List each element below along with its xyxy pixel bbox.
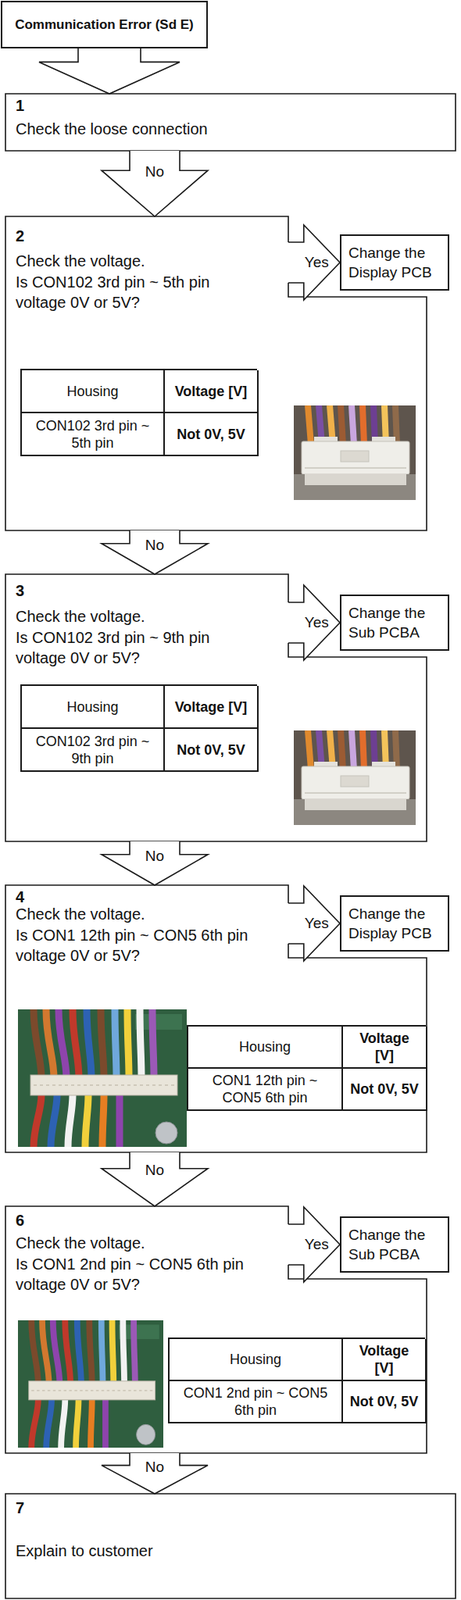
table-box: Housing Voltage [V] CON102 3rd pin ~ 9th p… [20,684,258,772]
step-number: 7 [15,1497,25,1519]
step-text: Is CON1 12th pin ~ CON5 6th pin voltage … [15,925,286,966]
table-cell: CON102 3rd pin ~ 5th pin [21,413,165,457]
action-box: Change the Display PCB [339,234,450,291]
action-box: Change the Sub PCBA [339,1216,450,1273]
block-arrow [101,150,208,217]
action-box: Change the Display PCB [339,895,450,952]
title-box: Communication Error (Sd E) [0,0,208,49]
block-arrow [101,1152,208,1207]
cell-text: Not 0V, 5V [176,425,245,444]
block-arrow [288,585,340,661]
cell-text: Housing [66,382,118,401]
table-cell: Voltage [V] [164,370,259,414]
edge-label: Yes [304,914,329,933]
cell-text: Housing [66,698,118,716]
block-arrow [101,530,208,575]
cell-text: Housing [239,1038,291,1056]
cell-text: Not 0V, 5V [350,1080,419,1098]
step-text: Check the voltage. [15,606,251,627]
box-outline [5,1493,456,1599]
table-cell: Not 0V, 5V [164,729,259,772]
step-text: Is CON102 3rd pin ~ 9th pin voltage 0V o… [15,627,251,669]
table-cell: Housing [169,1339,344,1382]
cell-text: Housing [229,1350,282,1369]
table-box: Housing Voltage [V] CON1 12th pin ~ CON5 6… [186,1025,426,1112]
edge-label: No [145,163,165,181]
cell-text: Not 0V, 5V [350,1393,419,1411]
edge-label: No [145,847,165,865]
edge-label: No [145,536,165,554]
block-arrow [288,886,340,962]
step-number: 2 [15,225,25,247]
cell-text: Voltage [V] [175,382,248,401]
step-number: 6 [15,1210,25,1231]
table-cell: Housing [21,686,165,730]
block-arrow [39,48,180,94]
table-cell: Not 0V, 5V [343,1381,427,1424]
block-arrow [101,841,208,886]
table-box: Housing Voltage [V] CON102 3rd pin ~ 5th p… [20,368,258,457]
step-text: Explain to customer [15,1540,438,1562]
step-text: Check the voltage. [15,904,286,925]
table-cell: CON1 12th pin ~ CON5 6th pin [188,1068,344,1112]
pcb-photo [17,1320,164,1448]
table-cell: Housing [21,370,165,414]
step-number: 3 [15,580,25,601]
table-cell: CON1 2nd pin ~ CON5 6th pin [169,1381,344,1424]
connector-photo [293,405,416,501]
cell-text: Voltage [V] [175,698,248,716]
cell-text: Voltage [V] [349,1342,419,1377]
cell-text: CON1 12th pin ~ CON5 6th pin [194,1072,336,1107]
step-text: Is CON102 3rd pin ~ 5th pin voltage 0V o… [15,271,251,313]
table-cell: CON102 3rd pin ~ 9th pin [21,729,165,772]
cell-text: Not 0V, 5V [176,741,245,759]
cell-text: CON102 3rd pin ~ 5th pin [28,417,158,452]
edge-label: No [145,1458,165,1476]
action-text: Change the Sub PCBA [348,1225,441,1265]
step-box: 7Explain to customer [5,1493,456,1599]
step-number: 1 [15,95,25,116]
block-arrow [288,225,340,301]
step-text: Check the loose connection [15,118,438,140]
table-cell: Voltage [V] [343,1339,427,1382]
table-box: Housing Voltage [V] CON1 2nd pin ~ CON5 6t… [167,1337,426,1424]
action-box: Change the Sub PCBA [339,594,450,651]
cell-text: CON1 2nd pin ~ CON5 6th pin [175,1384,336,1419]
step-box: 1Check the loose connection [5,93,456,151]
pcb-photo [17,1009,187,1148]
edge-label: Yes [304,614,329,632]
step-number: 4 [15,886,25,908]
table-cell: Not 0V, 5V [164,413,259,457]
box-outline [5,93,456,151]
action-text: Change the Sub PCBA [348,603,441,643]
table-cell: Voltage [V] [164,686,259,730]
block-arrow [101,1453,208,1494]
action-text: Change the Display PCB [348,243,441,283]
table-cell: Housing [188,1026,344,1069]
step-text: Check the voltage. [15,1232,286,1254]
edge-label: No [145,1161,165,1180]
step-text: Check the voltage. [15,250,251,272]
edge-label: Yes [304,253,329,272]
connector-photo [293,730,416,826]
block-arrow [288,1207,340,1283]
table-cell: Not 0V, 5V [343,1068,428,1112]
title-text: Communication Error (Sd E) [14,17,194,33]
cell-text: CON102 3rd pin ~ 9th pin [28,732,158,768]
cell-text: Voltage [V] [349,1029,420,1065]
step-text: Is CON1 2nd pin ~ CON5 6th pin voltage 0… [15,1254,286,1295]
edge-label: Yes [304,1236,329,1254]
table-cell: Voltage [V] [343,1026,428,1069]
action-text: Change the Display PCB [348,904,441,944]
